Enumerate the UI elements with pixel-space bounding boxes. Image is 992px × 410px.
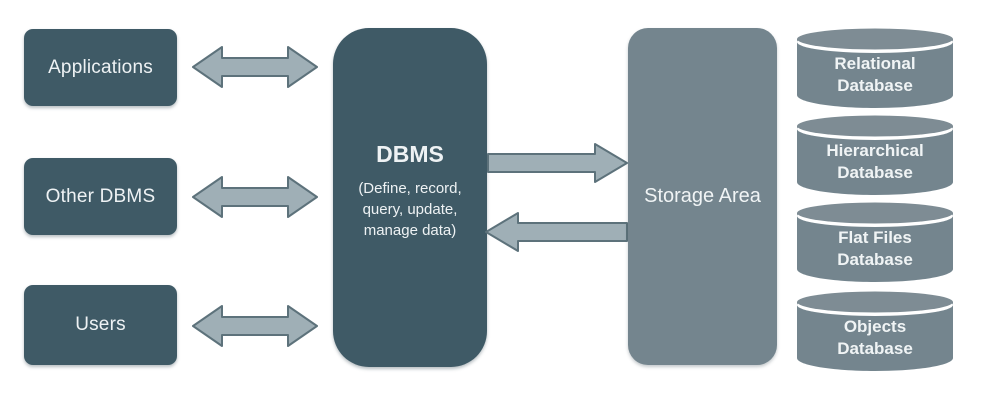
cylinder-label-line2: Database (837, 339, 913, 358)
cylinder-label-line1: Hierarchical (826, 140, 924, 160)
cylinder-label-line2: Database (837, 163, 913, 182)
hierarchical-database-label: Hierarchical Database (797, 129, 953, 195)
applications-label: Applications (48, 56, 153, 78)
users-dbms-double-arrow-icon (192, 305, 318, 347)
cylinder-label-line1: Flat Files (838, 227, 912, 247)
objects-database-label: Objects Database (797, 305, 953, 371)
database-cylinder-icon (797, 202, 953, 282)
storage-area-node: Storage Area (628, 28, 777, 365)
dbms-subtitle: (Define, record, query, update, manage d… (358, 178, 461, 241)
relational-database-cylinder: Relational Database (797, 28, 953, 108)
database-cylinder-icon (797, 291, 953, 371)
applications-dbms-double-arrow-icon (192, 46, 318, 88)
database-cylinder-icon (797, 115, 953, 195)
cylinder-label-line2: Database (837, 76, 913, 95)
cylinder-label-line1: Objects (843, 316, 907, 336)
objects-database-cylinder: Objects Database (797, 291, 953, 371)
dbms-subtitle-line-1: (Define, record, (358, 179, 462, 197)
dbms-title: DBMS (376, 140, 444, 167)
other-dbms-dbms-double-arrow-icon (192, 176, 318, 218)
dbms-subtitle-line-3: manage data) (363, 221, 457, 239)
dbms-to-storage-right-arrow-icon (487, 143, 628, 183)
dbms-node: DBMS (Define, record, query, update, man… (333, 28, 487, 367)
cylinder-label-line2: Database (837, 250, 913, 269)
database-cylinder-icon (797, 28, 953, 108)
relational-database-label: Relational Database (797, 42, 953, 108)
flat-files-database-cylinder: Flat Files Database (797, 202, 953, 282)
other-dbms-label: Other DBMS (45, 185, 156, 207)
dbms-subtitle-line-2: query, update, (362, 200, 458, 218)
flat-files-database-label: Flat Files Database (797, 216, 953, 282)
applications-node: Applications (24, 29, 177, 106)
users-label: Users (75, 314, 126, 335)
hierarchical-database-cylinder: Hierarchical Database (797, 115, 953, 195)
other-dbms-node: Other DBMS (24, 158, 177, 235)
storage-area-label: Storage Area (644, 185, 761, 207)
users-node: Users (24, 285, 177, 365)
storage-to-dbms-left-arrow-icon (485, 212, 628, 252)
cylinder-label-line1: Relational (834, 53, 916, 73)
